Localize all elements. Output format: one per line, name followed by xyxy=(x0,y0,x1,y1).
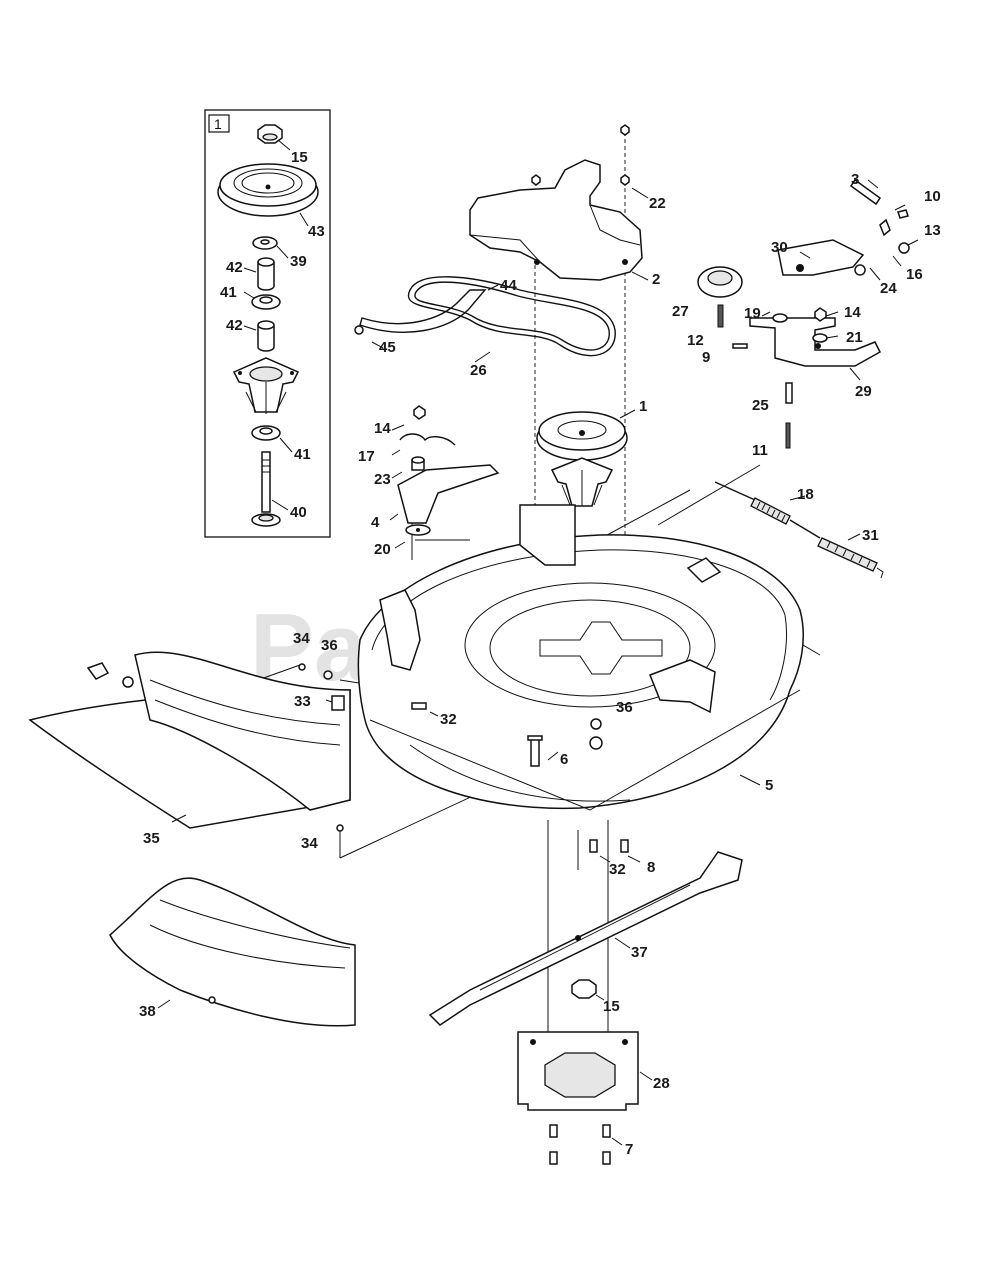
chute-hardware xyxy=(298,663,439,832)
label-33: 33 xyxy=(294,693,311,710)
label-24: 24 xyxy=(880,280,897,297)
label-40: 40 xyxy=(290,504,307,521)
spindle-inset-box: 1 xyxy=(204,109,331,538)
label-28: 28 xyxy=(653,1075,670,1092)
belt-cover xyxy=(469,124,649,281)
label-4: 4 xyxy=(371,514,380,531)
deck-spindle-pulley xyxy=(536,409,636,507)
label-6: 6 xyxy=(560,751,568,768)
label-45: 45 xyxy=(379,339,396,356)
label-41b: 41 xyxy=(294,446,311,463)
label-7: 7 xyxy=(625,1141,633,1158)
part-labels: 1 2 3 4 5 6 7 8 9 10 11 12 13 14 14 15 1… xyxy=(139,149,941,1158)
label-32b: 32 xyxy=(609,861,626,878)
label-27: 27 xyxy=(672,303,689,320)
label-34a: 34 xyxy=(293,630,310,647)
label-29: 29 xyxy=(855,383,872,400)
label-20: 20 xyxy=(374,541,391,558)
label-38: 38 xyxy=(139,1003,156,1020)
label-22: 22 xyxy=(649,195,666,212)
label-15a: 15 xyxy=(291,149,308,166)
label-18: 18 xyxy=(797,486,814,503)
label-26: 26 xyxy=(470,362,487,379)
label-13: 13 xyxy=(924,222,941,239)
label-30: 30 xyxy=(771,239,788,256)
idler-bracket-assembly xyxy=(697,178,919,449)
inset-label: 1 xyxy=(214,116,222,132)
label-16: 16 xyxy=(906,266,923,283)
label-42a: 42 xyxy=(226,259,243,276)
label-14a: 14 xyxy=(374,420,391,437)
label-34b: 34 xyxy=(301,835,318,852)
label-25: 25 xyxy=(752,397,769,414)
label-19: 19 xyxy=(744,305,761,322)
label-3: 3 xyxy=(851,171,859,188)
deck-bolts xyxy=(527,735,641,863)
label-32a: 32 xyxy=(440,711,457,728)
label-8: 8 xyxy=(647,859,655,876)
label-41a: 41 xyxy=(220,284,237,301)
label-42b: 42 xyxy=(226,317,243,334)
blade-adapter xyxy=(517,979,653,1165)
label-36a: 36 xyxy=(321,637,338,654)
label-17: 17 xyxy=(358,448,375,465)
label-37: 37 xyxy=(631,944,648,961)
label-43: 43 xyxy=(308,223,325,240)
label-31: 31 xyxy=(862,527,879,544)
label-44: 44 xyxy=(500,277,517,294)
label-2: 2 xyxy=(652,271,660,288)
label-35: 35 xyxy=(143,830,160,847)
rear-baffle xyxy=(109,877,356,1027)
label-9: 9 xyxy=(702,349,710,366)
left-idler-arm xyxy=(389,405,500,549)
label-36b: 36 xyxy=(616,699,633,716)
drive-belt xyxy=(354,276,616,363)
label-23: 23 xyxy=(374,471,391,488)
label-21: 21 xyxy=(846,329,863,346)
discharge-chute xyxy=(28,651,351,829)
mower-blade xyxy=(428,851,743,1026)
label-5: 5 xyxy=(765,777,773,794)
label-10: 10 xyxy=(924,188,941,205)
spring-cable xyxy=(714,481,884,579)
label-1: 1 xyxy=(639,398,647,415)
mower-deck xyxy=(357,504,805,811)
label-11: 11 xyxy=(752,442,768,459)
label-39: 39 xyxy=(290,253,307,270)
label-14b: 14 xyxy=(844,304,861,321)
label-15b: 15 xyxy=(603,998,620,1015)
label-12: 12 xyxy=(687,332,704,349)
